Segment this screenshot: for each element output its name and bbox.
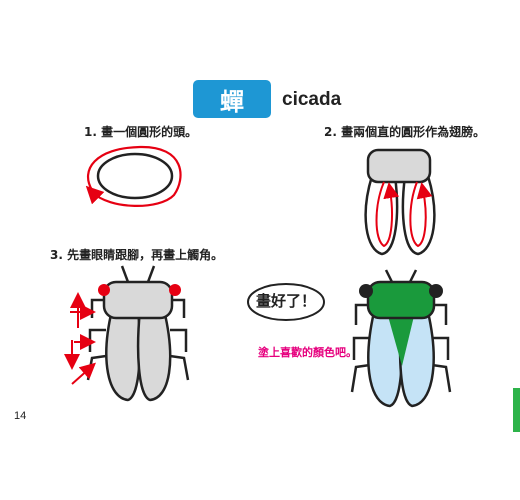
finished-cicada-illustration <box>350 269 452 408</box>
step-2-wings-illustration <box>364 148 436 256</box>
legs-left <box>86 298 107 381</box>
title-en: cicada <box>282 89 342 110</box>
step-1-head-illustration <box>85 145 182 207</box>
edge-tab <box>513 388 520 432</box>
finished-body <box>388 316 414 366</box>
step-3-wing-right <box>136 308 172 402</box>
finished-antenna-right <box>408 269 418 283</box>
bubble-text: 畫好了！ <box>255 292 316 310</box>
antenna-left <box>120 265 130 283</box>
color-hint: 塗上喜歡的顏色吧。 <box>258 346 357 359</box>
page-number: 14 <box>14 410 27 422</box>
antenna-right <box>146 265 156 283</box>
step-3-wing-left <box>105 308 142 402</box>
finished-eye-left <box>359 284 373 298</box>
head-outline <box>96 152 174 200</box>
step-3-cicada-illustration <box>64 265 190 402</box>
eye-left <box>98 284 110 296</box>
finished-eye-right <box>429 284 443 298</box>
step-1-label: 1. 畫一個圓形的頭。 <box>84 125 198 139</box>
step-2-label: 2. 畫兩個直的圓形作為翅膀。 <box>324 125 486 139</box>
leg-arrows <box>64 292 96 385</box>
wing-right <box>401 174 436 256</box>
wing-right-arrow <box>409 181 433 248</box>
step-3-label: 3. 先畫眼睛跟腳，再畫上觸角。 <box>50 248 224 262</box>
title-badge: 蟬 <box>193 80 271 118</box>
finished-legs-left <box>350 303 371 393</box>
wing-left-arrow <box>375 181 400 248</box>
step-2-head <box>366 148 432 184</box>
legs-right <box>169 298 190 381</box>
finished-head <box>366 280 436 320</box>
step-3-head <box>102 280 174 320</box>
finished-legs-right <box>431 303 452 393</box>
head-arrow <box>85 145 182 207</box>
speech-bubble <box>247 283 325 321</box>
finished-antenna-left <box>384 269 394 283</box>
eye-right <box>169 284 181 296</box>
title-zh: 蟬 <box>220 87 244 116</box>
